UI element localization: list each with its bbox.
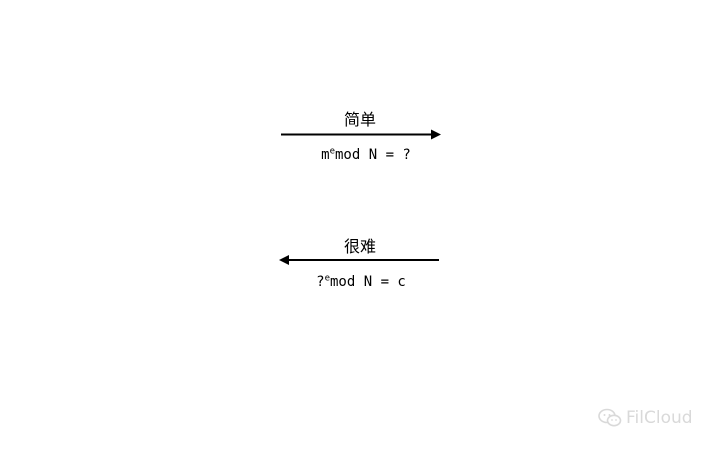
- forward-formula-rest: mod N = ?: [335, 147, 411, 163]
- forward-formula-exponent: e: [329, 146, 335, 157]
- backward-label: 很难: [343, 237, 377, 256]
- backward-formula-rest: mod N = c: [330, 274, 406, 290]
- backward-formula-exponent: e: [324, 273, 330, 284]
- forward-arrow: [281, 129, 441, 140]
- watermark-text: FilCloud: [626, 408, 693, 428]
- forward-label: 简单: [343, 110, 377, 129]
- forward-formula-base: m: [321, 147, 330, 163]
- backward-formula-base: ?: [316, 274, 325, 290]
- forward-formula: memod N = ?: [321, 147, 411, 163]
- backward-arrow: [279, 255, 439, 265]
- wechat-icon: [598, 408, 622, 427]
- backward-formula: ?emod N = c: [316, 274, 406, 290]
- watermark: FilCloud: [598, 408, 693, 428]
